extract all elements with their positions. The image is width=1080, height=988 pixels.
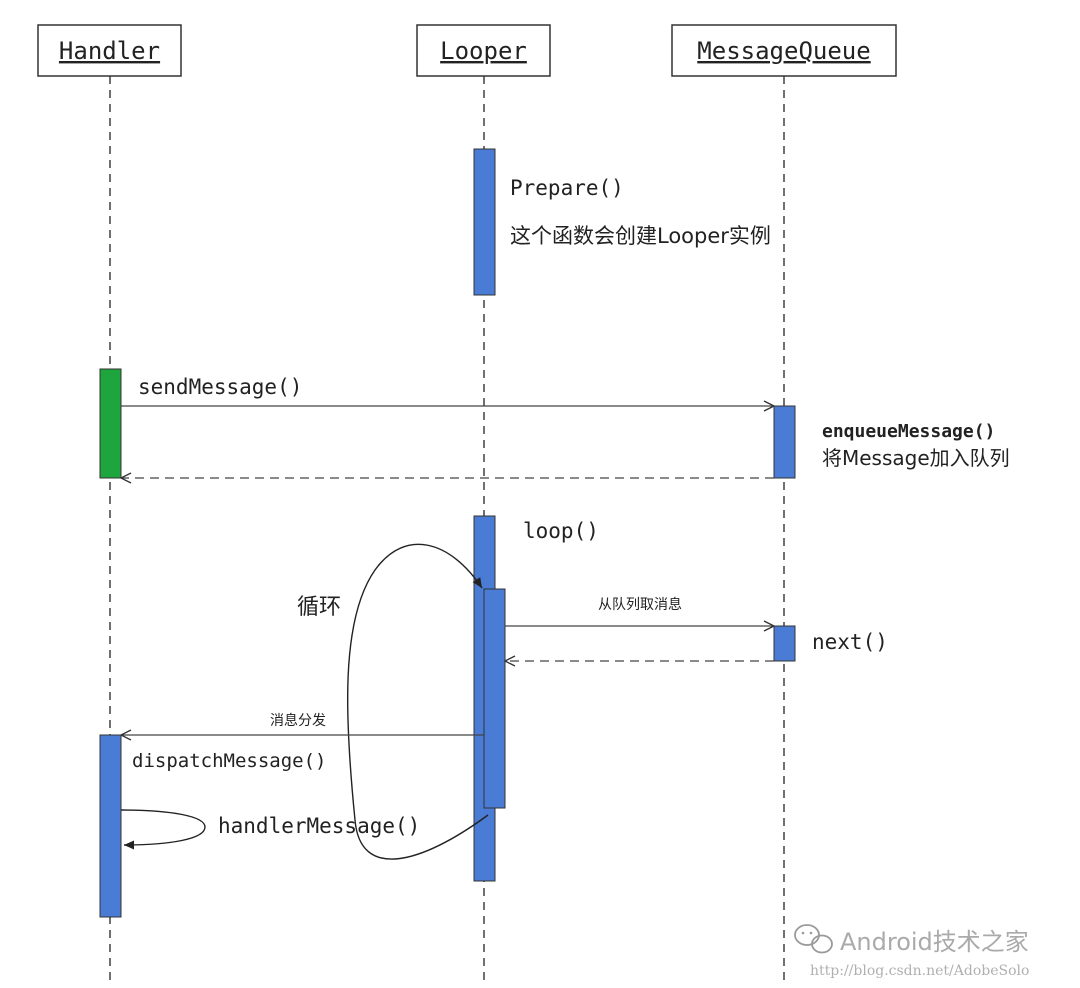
loop-cycle-curve	[346, 543, 489, 860]
label-enqueue-message: enqueueMessage()	[822, 421, 995, 442]
label-loop-cycle: 循环	[297, 595, 341, 620]
lifeline-title-looper: Looper	[440, 37, 527, 65]
activation-dispatch	[99, 734, 122, 918]
label-send-message: sendMessage()	[138, 375, 302, 399]
label-dispatch: 消息分发	[270, 712, 326, 729]
watermark: Android技术之家 http://blog.csdn.net/AdobeSo…	[794, 924, 1029, 979]
activation-prepare	[473, 148, 496, 296]
activation-next	[773, 625, 796, 662]
wechat-icon	[794, 924, 833, 954]
label-prepare-desc: 这个函数会创建Looper实例	[510, 224, 771, 248]
watermark-brand: Android技术之家	[840, 928, 1029, 956]
lifeline-header-looper: Looper	[416, 24, 551, 77]
lifeline-title-message-queue: MessageQueue	[697, 37, 870, 65]
self-call-handler-message	[120, 809, 206, 850]
activation-enqueue	[773, 405, 796, 479]
label-handler-message: handlerMessage()	[218, 814, 420, 838]
activation-nested-loop	[483, 588, 506, 809]
label-loop: loop()	[523, 519, 599, 543]
lifeline-title-handler: Handler	[59, 37, 160, 65]
label-enqueue-desc: 将Message加入队列	[822, 446, 1010, 470]
lifeline-header-message-queue: MessageQueue	[671, 24, 897, 77]
label-dispatch-message: dispatchMessage()	[132, 750, 326, 772]
watermark-url: http://blog.csdn.net/AdobeSolo	[810, 963, 1029, 979]
lifeline-header-handler: Handler	[37, 24, 182, 77]
label-next: next()	[812, 630, 888, 654]
label-take-from-queue: 从队列取消息	[598, 596, 682, 613]
activation-send-message	[99, 368, 122, 479]
label-prepare: Prepare()	[510, 176, 624, 200]
